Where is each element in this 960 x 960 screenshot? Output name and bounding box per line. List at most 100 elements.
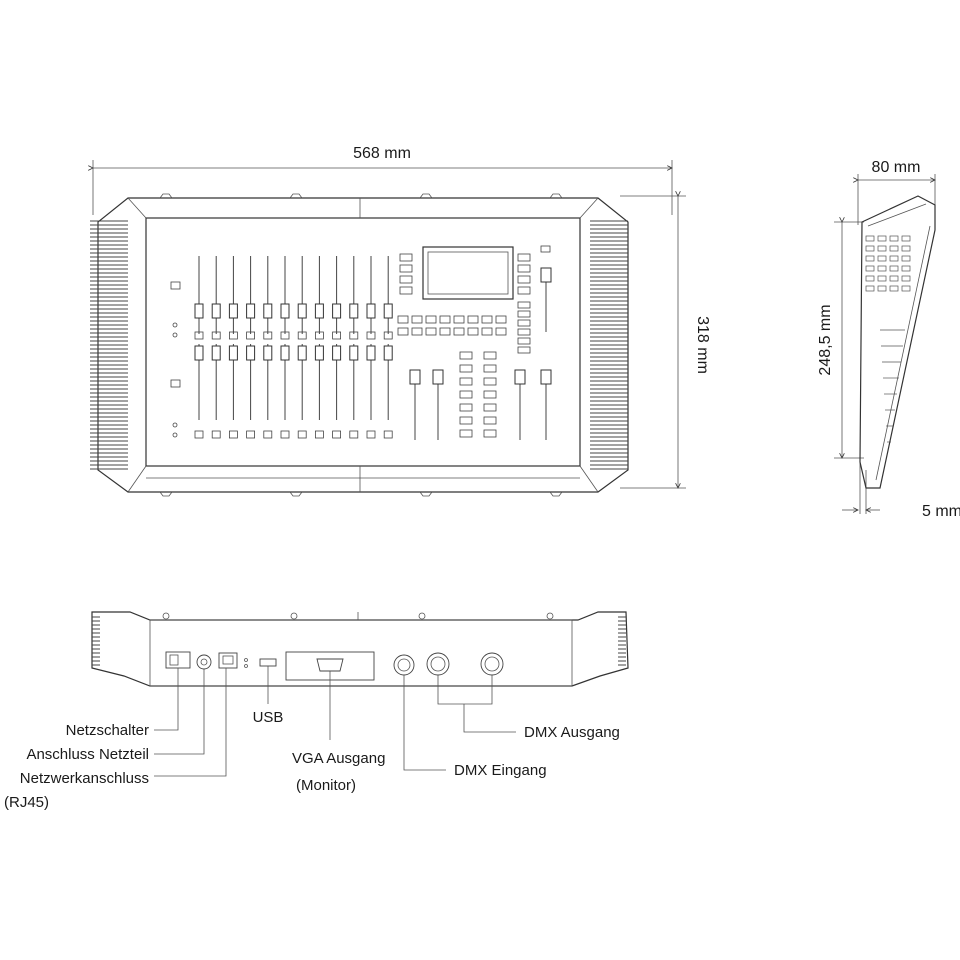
dmx-in-connector[interactable] [393, 654, 415, 676]
fader-knob-upper[interactable] [332, 303, 342, 319]
flash-button[interactable] [332, 430, 342, 439]
fader-knob-lower[interactable] [383, 345, 393, 361]
keypad-key[interactable] [483, 429, 497, 438]
keypad-key[interactable] [459, 403, 473, 412]
keypad-key[interactable] [483, 403, 497, 412]
flash-button[interactable] [228, 430, 238, 439]
soft-key[interactable] [399, 253, 413, 262]
keypad-key[interactable] [459, 390, 473, 399]
keypad-key[interactable] [483, 416, 497, 425]
function-key[interactable] [453, 315, 465, 324]
flash-button[interactable] [314, 430, 324, 439]
fader-knob-lower[interactable] [194, 345, 204, 361]
flash-button[interactable] [246, 430, 256, 439]
label-rj45: (RJ45) [4, 794, 49, 811]
rj45-port[interactable] [218, 652, 238, 669]
flash-button[interactable] [297, 430, 307, 439]
function-key[interactable] [439, 327, 451, 336]
master-fader-knob[interactable] [409, 369, 421, 385]
soft-key[interactable] [399, 286, 413, 295]
function-key[interactable] [411, 315, 423, 324]
fader-knob-upper[interactable] [246, 303, 256, 319]
grand-master-knob[interactable] [540, 267, 552, 283]
dmx-out-connector-1[interactable] [426, 652, 450, 676]
display-screen [422, 246, 514, 300]
soft-key[interactable] [517, 275, 531, 284]
depth-label: 80 mm [872, 159, 921, 176]
fader-knob-lower[interactable] [228, 345, 238, 361]
function-key[interactable] [467, 315, 479, 324]
keypad-key[interactable] [483, 364, 497, 373]
fader-knob-upper[interactable] [194, 303, 204, 319]
function-key[interactable] [481, 315, 493, 324]
keypad-key[interactable] [459, 416, 473, 425]
master-fader-knob[interactable] [540, 369, 552, 385]
dmx-out-connector-2[interactable] [480, 652, 504, 676]
keypad-key[interactable] [483, 351, 497, 360]
master-fader-knob[interactable] [432, 369, 444, 385]
soft-key[interactable] [399, 275, 413, 284]
label-netzteil: Anschluss Netzteil [26, 746, 149, 763]
keypad-key[interactable] [483, 390, 497, 399]
keypad-key[interactable] [483, 377, 497, 386]
leader-network [154, 668, 227, 777]
flash-button[interactable] [349, 430, 359, 439]
top-view: 568 mm 318 mm [90, 145, 711, 497]
height-label: 318 mm [694, 316, 711, 374]
function-key[interactable] [495, 315, 507, 324]
power-jack[interactable] [196, 654, 212, 670]
function-key[interactable] [397, 327, 409, 336]
leader-dmx-out [463, 704, 516, 733]
fader-knob-lower[interactable] [366, 345, 376, 361]
function-key[interactable] [453, 327, 465, 336]
soft-key[interactable] [517, 253, 531, 262]
flash-button[interactable] [263, 430, 273, 439]
function-key[interactable] [425, 315, 437, 324]
fader-knob-upper[interactable] [211, 303, 221, 319]
fader-knob-lower[interactable] [349, 345, 359, 361]
flash-button[interactable] [366, 430, 376, 439]
fader-knob-lower[interactable] [246, 345, 256, 361]
function-key[interactable] [397, 315, 409, 324]
flash-button[interactable] [280, 430, 290, 439]
flash-button[interactable] [383, 430, 393, 439]
foot-label: 5 mm [922, 503, 960, 520]
fader-knob-upper[interactable] [349, 303, 359, 319]
fader-knob-upper[interactable] [228, 303, 238, 319]
label-usb: USB [253, 709, 284, 726]
fader-knob-lower[interactable] [280, 345, 290, 361]
fader-knob-upper[interactable] [297, 303, 307, 319]
keypad-key[interactable] [459, 364, 473, 373]
fader-knob-upper[interactable] [314, 303, 324, 319]
fader-knob-upper[interactable] [383, 303, 393, 319]
fader-knob-lower[interactable] [314, 345, 324, 361]
flash-button[interactable] [194, 430, 204, 439]
keypad-key[interactable] [459, 351, 473, 360]
leader-dmx-out-bracket [437, 675, 493, 705]
flash-button[interactable] [211, 430, 221, 439]
function-key[interactable] [481, 327, 493, 336]
fader-knob-upper[interactable] [366, 303, 376, 319]
master-fader-knob[interactable] [514, 369, 526, 385]
control-panel [145, 217, 581, 467]
fader-knob-lower[interactable] [297, 345, 307, 361]
usb-port[interactable] [259, 658, 277, 667]
fader-knob-lower[interactable] [263, 345, 273, 361]
keypad-key[interactable] [459, 429, 473, 438]
vga-port[interactable] [316, 658, 344, 672]
side-view: 80 mm 248,5 mm 5 mm [817, 159, 960, 520]
function-key[interactable] [425, 327, 437, 336]
function-key[interactable] [495, 327, 507, 336]
keypad-key[interactable] [459, 377, 473, 386]
fader-knob-upper[interactable] [263, 303, 273, 319]
function-key[interactable] [467, 327, 479, 336]
function-key[interactable] [439, 315, 451, 324]
soft-key[interactable] [517, 264, 531, 273]
console-body-outline [97, 197, 629, 493]
soft-key[interactable] [517, 286, 531, 295]
fader-knob-upper[interactable] [280, 303, 290, 319]
function-key[interactable] [411, 327, 423, 336]
soft-key[interactable] [399, 264, 413, 273]
fader-knob-lower[interactable] [211, 345, 221, 361]
fader-knob-lower[interactable] [332, 345, 342, 361]
